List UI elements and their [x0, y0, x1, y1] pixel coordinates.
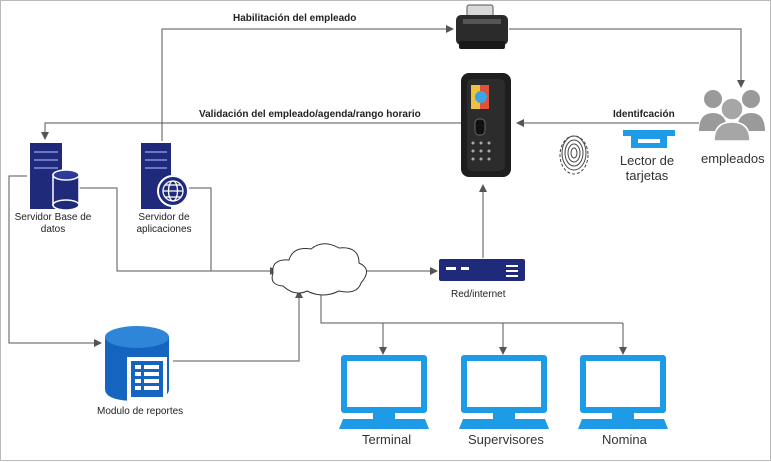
- terminal-label: Terminal: [362, 432, 412, 447]
- edge-db-cloud: [71, 187, 278, 275]
- cloud-icon: [271, 243, 367, 296]
- card-reader-label: Lector de tarjetas: [619, 153, 675, 183]
- reports-label: Modulo de reportes: [97, 406, 184, 417]
- edge-reports-cloud: [173, 290, 303, 362]
- fingerprint-icon: [559, 135, 589, 175]
- edge-app-cloud: [189, 187, 212, 271]
- app-server-icon: [141, 143, 189, 209]
- payroll-monitor-icon: [578, 355, 668, 429]
- edge-validation: [41, 122, 463, 140]
- edge-enable-employee: [161, 25, 454, 141]
- reports-database-icon: [105, 326, 169, 401]
- network-label: Red/internet: [451, 289, 506, 300]
- employees-icon: [699, 90, 765, 142]
- edge-printer-employees: [509, 28, 745, 88]
- employees-label: empleados: [701, 151, 765, 166]
- network-device-icon: [439, 259, 525, 281]
- db-server-label: Servidor Base de datos: [14, 212, 92, 235]
- edge-label-identification: Identifcación: [613, 109, 675, 120]
- supervisors-label: Supervisores: [468, 432, 544, 447]
- terminal-monitor-icon: [339, 355, 429, 429]
- supervisors-monitor-icon: [459, 355, 549, 429]
- printer-icon: [456, 4, 508, 49]
- db-server-icon: [30, 143, 80, 211]
- edge-db-reports: [8, 175, 102, 347]
- app-server-label: Servidor de aplicaciones: [136, 212, 192, 235]
- payroll-label: Nomina: [602, 432, 647, 447]
- edge-label-enable-employee: Habilitación del empleado: [233, 13, 357, 24]
- card-reader-icon: [623, 130, 675, 148]
- edge-label-validation: Validación del empleado/agenda/rango hor…: [199, 109, 421, 120]
- biometric-terminal-icon: [461, 73, 511, 177]
- edge-cloud-monitors: [320, 293, 623, 324]
